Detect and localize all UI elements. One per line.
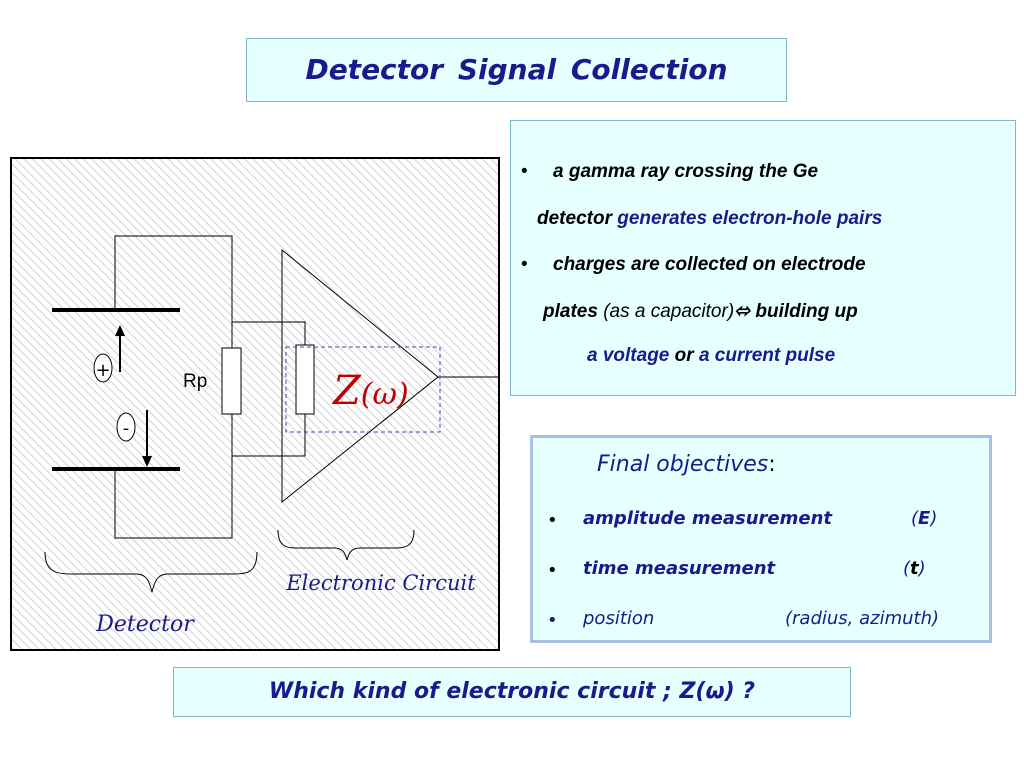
z-dashed-box [285, 346, 441, 433]
double-arrow-icon: ⬄ [734, 301, 751, 322]
detector-brace [44, 551, 258, 593]
objective-value: (radius, azimuth) [785, 608, 940, 629]
electronic-circuit-label: Electronic Circuit [285, 571, 476, 595]
objectives-box: Final objectives: • amplitude measuremen… [530, 435, 992, 643]
bullets-box: • a gamma ray crossing the Ge detector g… [510, 120, 1016, 396]
slide-title: Detector Signal Collection [305, 53, 728, 86]
bullet-1-text: a gamma ray crossing the Ge [553, 161, 819, 182]
z-omega-label: Z(ω) [331, 368, 409, 414]
objective-dot: • [547, 510, 558, 531]
bullet-2-text-current: a current pulse [698, 345, 836, 366]
up-arrow-icon [115, 325, 125, 372]
objective-label: amplitude measurement [583, 508, 833, 529]
bullet-dot: • [521, 161, 528, 182]
plus-charge-label: + [95, 360, 110, 381]
objectives-heading-colon: : [768, 452, 776, 477]
objective-value: (t) [903, 558, 926, 579]
bullet-dot: • [521, 254, 528, 275]
bullet-2-text-plates: plates [543, 301, 604, 322]
objectives-heading-text: Final objectives [597, 452, 769, 477]
wires [114, 235, 500, 539]
plus-charge-circle [93, 353, 113, 383]
bullet-2-text: charges are collected on electrode [553, 254, 866, 275]
bullet-2-line-2: plates (as a capacitor)⬄ building up [543, 300, 1015, 323]
objective-value: (E) [911, 508, 938, 529]
diagram-frame [10, 157, 500, 651]
bullet-1-text-detector: detector [537, 208, 618, 229]
detector-label: Detector [95, 612, 195, 637]
objective-dot: • [547, 560, 558, 581]
down-arrow-icon [142, 410, 152, 467]
rp-resistor [221, 347, 242, 415]
bullet-2-text-or: or [674, 345, 699, 366]
objectives-heading: Final objectives: [597, 452, 776, 477]
bullet-1-line-2: detector generates electron-hole pairs [537, 208, 1015, 230]
objective-label: time measurement [583, 558, 776, 579]
question-box: Which kind of electronic circuit ; Z(ω) … [173, 667, 851, 717]
bullet-2-text-building: building up [750, 301, 858, 322]
question-text: Which kind of electronic circuit ; Z(ω) … [268, 679, 756, 704]
rp-label: Rp [183, 371, 207, 392]
electronic-brace [277, 529, 415, 561]
objective-label: position [583, 608, 655, 629]
bullet-2-text-voltage: a voltage [587, 345, 675, 366]
minus-charge-label: - [123, 418, 130, 439]
bullet-2-text-capacitor: (as a capacitor) [603, 301, 735, 322]
bullet-2-line-3: a voltage or a current pulse [587, 345, 1015, 367]
bullet-1-text-pairs: generates electron-hole pairs [617, 208, 883, 229]
objective-dot: • [547, 610, 558, 631]
amplifier-triangle [281, 248, 439, 504]
minus-charge-circle [116, 412, 136, 442]
title-box: Detector Signal Collection [246, 38, 787, 102]
feedback-resistor [295, 344, 315, 415]
